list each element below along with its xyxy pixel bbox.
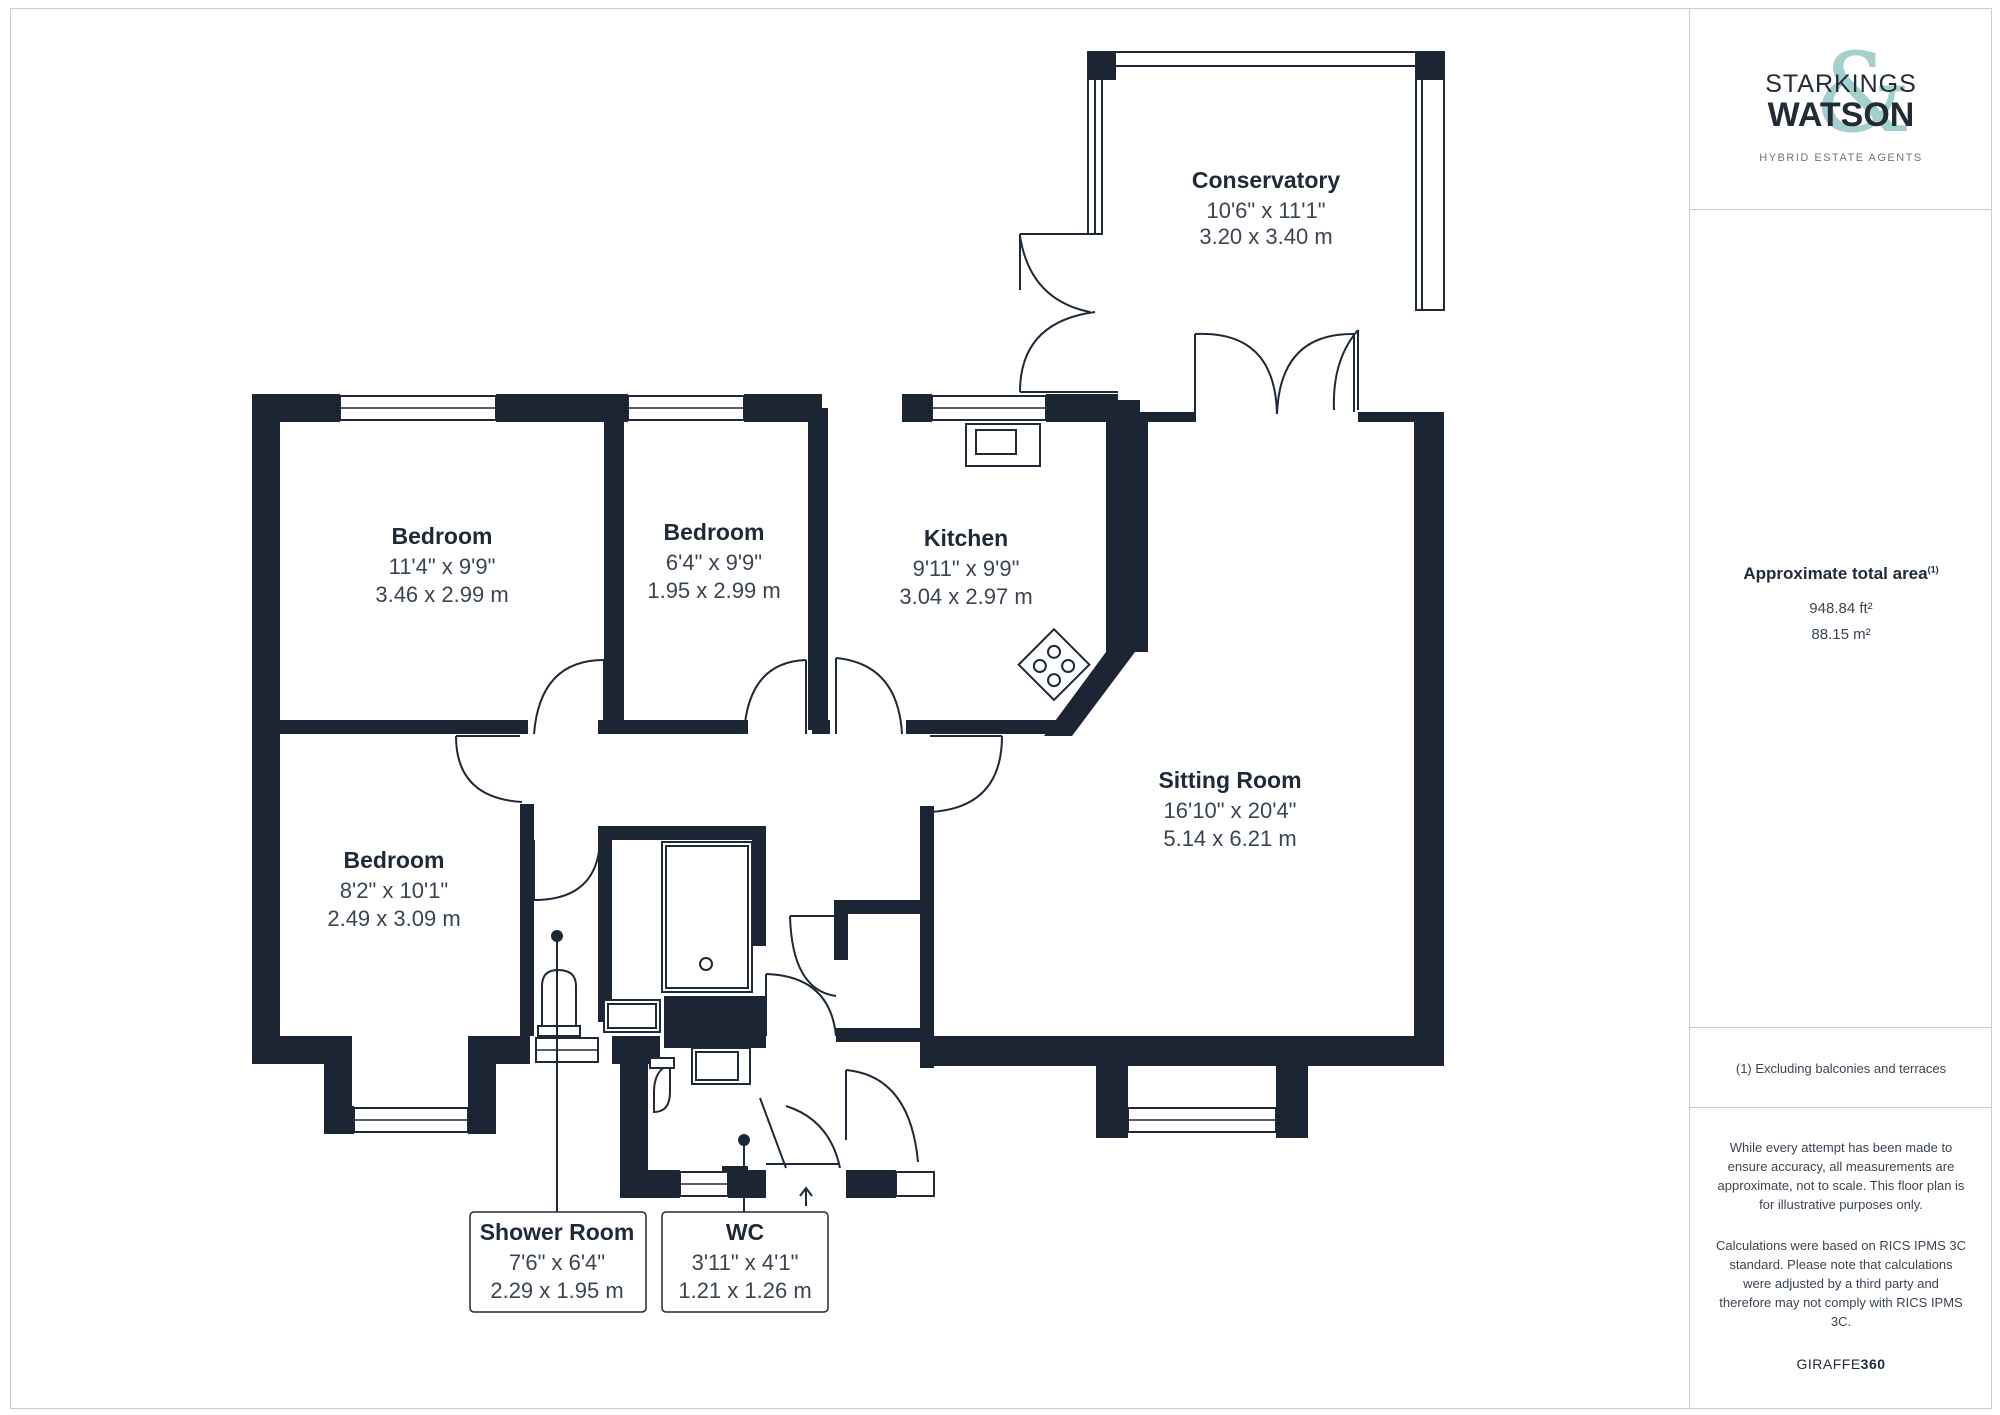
room-name: Kitchen: [924, 525, 1008, 551]
room-name: Bedroom: [392, 523, 493, 549]
room-imperial: 10'6" x 11'1": [1206, 198, 1325, 223]
room-kitchen: Kitchen 9'11" x 9'9" 3.04 x 2.97 m: [899, 525, 1032, 609]
room-metric: 1.21 x 1.26 m: [678, 1278, 811, 1303]
room-shower-room: Shower Room 7'6" x 6'4" 2.29 x 1.95 m: [480, 1219, 635, 1303]
room-metric: 3.04 x 2.97 m: [899, 584, 1032, 609]
logo-tagline: HYBRID ESTATE AGENTS: [1759, 152, 1923, 164]
room-metric: 5.14 x 6.21 m: [1163, 826, 1296, 851]
label-boxes: [469, 1211, 829, 1313]
room-metric: 3.46 x 2.99 m: [375, 582, 508, 607]
logo-line-1: STARKINGS: [1765, 70, 1917, 98]
room-wc: WC 3'11" x 4'1" 1.21 x 1.26 m: [678, 1219, 811, 1303]
room-bedroom-2: Bedroom 6'4" x 9'9" 1.95 x 2.99 m: [647, 519, 780, 603]
conservatory-posts: [1088, 52, 1444, 80]
area-title: Approximate total area(1): [1743, 564, 1939, 583]
room-imperial: 9'11" x 9'9": [913, 556, 1020, 581]
window-mid-lines: [340, 407, 1276, 1185]
conservatory-walls: [1019, 51, 1445, 311]
floor-plan: Conservatory 10'6" x 11'1" 3.20 x 3.40 m…: [252, 51, 1445, 1313]
room-metric: 3.20 x 3.40 m: [1199, 224, 1332, 249]
room-name: Bedroom: [344, 847, 445, 873]
area-note: (1) Excluding balconies and terraces: [1735, 1061, 1947, 1076]
room-bedroom-3: Bedroom 8'2" x 10'1" 2.49 x 3.09 m: [327, 847, 460, 931]
area-sqm: 88.15 m²: [1811, 626, 1871, 643]
disclaimer-section: While every attempt has been made to ens…: [1690, 1108, 1992, 1409]
room-imperial: 7'6" x 6'4": [509, 1250, 605, 1275]
room-imperial: 6'4" x 9'9": [666, 550, 762, 575]
logo-line-2: WATSON: [1767, 96, 1915, 134]
area-section: Approximate total area(1) 948.84 ft² 88.…: [1690, 210, 1992, 1028]
internal-door-arcs: [455, 657, 1003, 1206]
room-imperial: 8'2" x 10'1": [340, 878, 448, 903]
room-name: Sitting Room: [1158, 767, 1301, 793]
room-imperial: 16'10" x 20'4": [1164, 798, 1297, 823]
room-metric: 2.29 x 1.95 m: [490, 1278, 623, 1303]
fixtures: [537, 423, 1091, 1114]
room-conservatory: Conservatory 10'6" x 11'1" 3.20 x 3.40 m: [1192, 167, 1340, 249]
room-name: Shower Room: [480, 1219, 635, 1245]
area-sqft: 948.84 ft²: [1809, 600, 1873, 617]
conservatory-door-arcs: [1019, 235, 1359, 415]
room-imperial: 11'4" x 9'9": [389, 554, 496, 579]
external-walls: [252, 394, 1444, 1198]
room-sitting-room: Sitting Room 16'10" x 20'4" 5.14 x 6.21 …: [1158, 767, 1301, 851]
room-name: Bedroom: [664, 519, 765, 545]
page-frame: [10, 8, 1992, 1409]
sidebar: & STARKINGS WATSON HYBRID ESTATE AGENTS …: [1689, 8, 1992, 1409]
note-section: (1) Excluding balconies and terraces: [1690, 1028, 1992, 1108]
disclaimer-rics: Calculations were based on RICS IPMS 3C …: [1716, 1238, 1967, 1329]
footnote-mark: (1): [1927, 564, 1939, 575]
room-name: WC: [726, 1219, 764, 1245]
brand-giraffe360: GIRAFFE360: [1796, 1356, 1886, 1372]
ceiling-pendants: [551, 930, 750, 1216]
room-name: Conservatory: [1192, 167, 1340, 193]
logo-ampersand: &: [1814, 29, 1912, 157]
room-bedroom-1: Bedroom 11'4" x 9'9" 3.46 x 2.99 m: [375, 523, 508, 607]
room-metric: 1.95 x 2.99 m: [647, 578, 780, 603]
disclaimer-accuracy: While every attempt has been made to ens…: [1717, 1140, 1965, 1212]
room-metric: 2.49 x 3.09 m: [327, 906, 460, 931]
agent-logo: & STARKINGS WATSON HYBRID ESTATE AGENTS: [1690, 8, 1992, 210]
room-imperial: 3'11" x 4'1": [692, 1250, 799, 1275]
